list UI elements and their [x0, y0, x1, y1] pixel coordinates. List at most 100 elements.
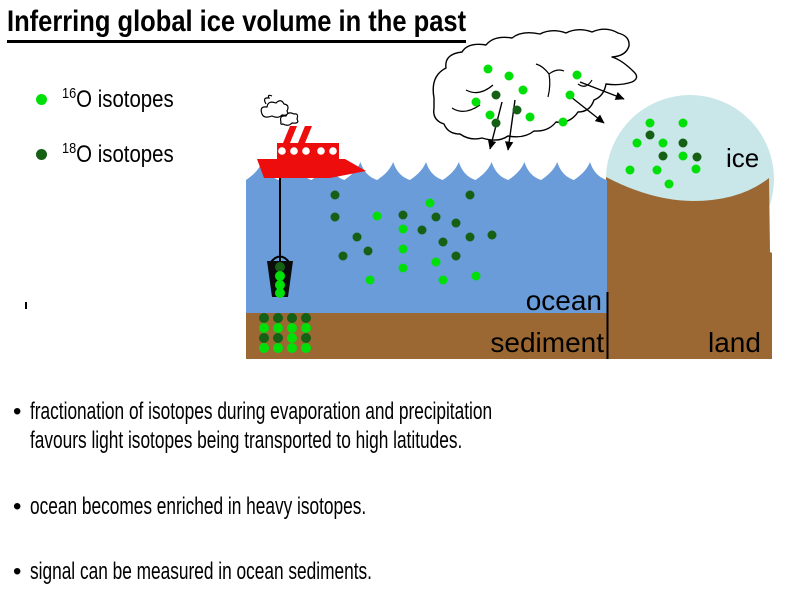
land-label: land	[708, 327, 761, 358]
heavy-isotope-dot	[417, 225, 427, 235]
heavy-isotope-dot	[692, 152, 702, 162]
bullet-text: fractionation of isotopes during evapora…	[30, 398, 493, 454]
page-title: Inferring global ice volume in the past	[7, 5, 547, 43]
light-isotope-dot	[652, 165, 662, 175]
research-vessel	[257, 94, 366, 262]
dark-isotope-legend-dot	[36, 149, 47, 160]
light-isotope-legend-dot	[36, 94, 47, 105]
cloud-squiggle	[465, 84, 494, 94]
light-isotope-dot	[678, 118, 688, 128]
cloud-squiggle	[577, 79, 593, 87]
light-isotope-dot	[275, 271, 285, 281]
cloud-squiggle	[535, 63, 565, 98]
light-isotope-dot	[483, 64, 493, 74]
heavy-isotope-dot	[465, 232, 475, 242]
heavy-isotope-dot	[273, 313, 283, 323]
light-isotope-dot	[565, 90, 575, 100]
light-isotope-dot	[287, 343, 297, 353]
cloud-outline	[432, 28, 638, 141]
light-isotope-dot	[658, 138, 668, 148]
isotope-mass-number: 16	[62, 85, 77, 102]
cloud	[432, 28, 638, 141]
porthole	[290, 147, 298, 155]
light-isotope-dot	[431, 257, 441, 267]
heavy-isotope-dot	[338, 251, 348, 261]
smoke-puff	[279, 112, 299, 126]
porthole	[302, 147, 310, 155]
heavy-isotope-dot	[658, 151, 668, 161]
light-isotope-dot	[259, 323, 269, 333]
heavy-isotope-dot	[465, 190, 475, 200]
land-mass	[606, 177, 772, 359]
heavy-isotope-dot	[678, 138, 688, 148]
heavy-isotope-dot	[491, 90, 501, 100]
light-isotope-dot	[518, 85, 528, 95]
legend-label-18O: 18O isotopes	[62, 140, 174, 169]
light-isotope-dot	[275, 288, 285, 298]
light-isotope-dot	[664, 179, 674, 189]
light-isotope-dot	[525, 112, 535, 122]
light-isotope-dot	[632, 138, 642, 148]
heavy-isotope-dot	[512, 105, 522, 115]
heavy-isotope-dot	[259, 313, 269, 323]
heavy-isotope-dot	[645, 130, 655, 140]
stray-mark	[25, 302, 27, 309]
ocean-label: ocean	[526, 285, 602, 316]
heavy-isotope-dot	[330, 190, 340, 200]
bullet-text: signal can be measured in ocean sediment…	[30, 558, 372, 585]
light-isotope-dot	[398, 244, 408, 254]
heavy-isotope-dot	[398, 210, 408, 220]
light-isotope-dot	[691, 164, 701, 174]
heavy-isotope-dot	[438, 237, 448, 247]
bullet-sediment-signal: •signal can be measured in ocean sedimen…	[13, 557, 505, 586]
smoke-curl	[263, 94, 273, 105]
heavy-isotope-dot	[275, 262, 285, 272]
legend-label-16O: 16O isotopes	[62, 85, 174, 114]
heavy-isotope-dot	[273, 333, 283, 343]
light-isotope-dot	[273, 323, 283, 333]
cloud-isotope-dots	[471, 64, 582, 128]
ship-hull	[257, 159, 366, 178]
heavy-isotope-dot	[301, 313, 311, 323]
bullet-icon: •	[13, 493, 22, 520]
legend-text: O isotopes	[76, 86, 174, 113]
light-isotope-dot	[301, 323, 311, 333]
light-isotope-dot	[438, 275, 448, 285]
light-isotope-dot	[485, 110, 495, 120]
heavy-isotope-dot	[287, 313, 297, 323]
heavy-isotope-dot	[301, 333, 311, 343]
page-title-text: Inferring global ice volume in the past	[7, 5, 467, 43]
light-isotope-dot	[625, 165, 635, 175]
sediment-isotope-dots	[259, 313, 311, 353]
light-isotope-dot	[275, 280, 285, 290]
light-isotope-dot	[471, 97, 481, 107]
transport-arrow-to-ice	[570, 96, 605, 124]
heavy-isotope-dot	[431, 212, 441, 222]
isotope-mass-number: 18	[62, 140, 77, 157]
light-isotope-dot	[287, 333, 297, 343]
light-isotope-dot	[287, 323, 297, 333]
legend-text: O isotopes	[76, 141, 174, 168]
light-isotope-dot	[425, 198, 435, 208]
cloud-squiggle	[451, 104, 481, 112]
ship-funnel	[283, 126, 297, 143]
light-isotope-dot	[301, 343, 311, 353]
heavy-isotope-dot	[491, 118, 501, 128]
heavy-isotope-dot	[451, 218, 461, 228]
bullet-icon: •	[13, 398, 22, 425]
ice-label: ice	[726, 143, 759, 173]
bucket-handle	[270, 255, 290, 263]
light-isotope-dot	[558, 117, 568, 127]
heavy-isotope-dot	[451, 251, 461, 261]
light-isotope-dot	[645, 118, 655, 128]
light-isotope-dot	[365, 275, 375, 285]
sediment-label: sediment	[490, 327, 604, 358]
bullet-ocean-enrichment: •ocean becomes enriched in heavy isotope…	[13, 492, 497, 521]
light-isotope-dot	[372, 211, 382, 221]
light-isotope-dot	[572, 70, 582, 80]
ocean-water	[246, 162, 607, 313]
light-isotope-dot	[678, 151, 688, 161]
smoke-puff	[260, 100, 289, 118]
transport-arrow-to-ice	[579, 81, 625, 100]
